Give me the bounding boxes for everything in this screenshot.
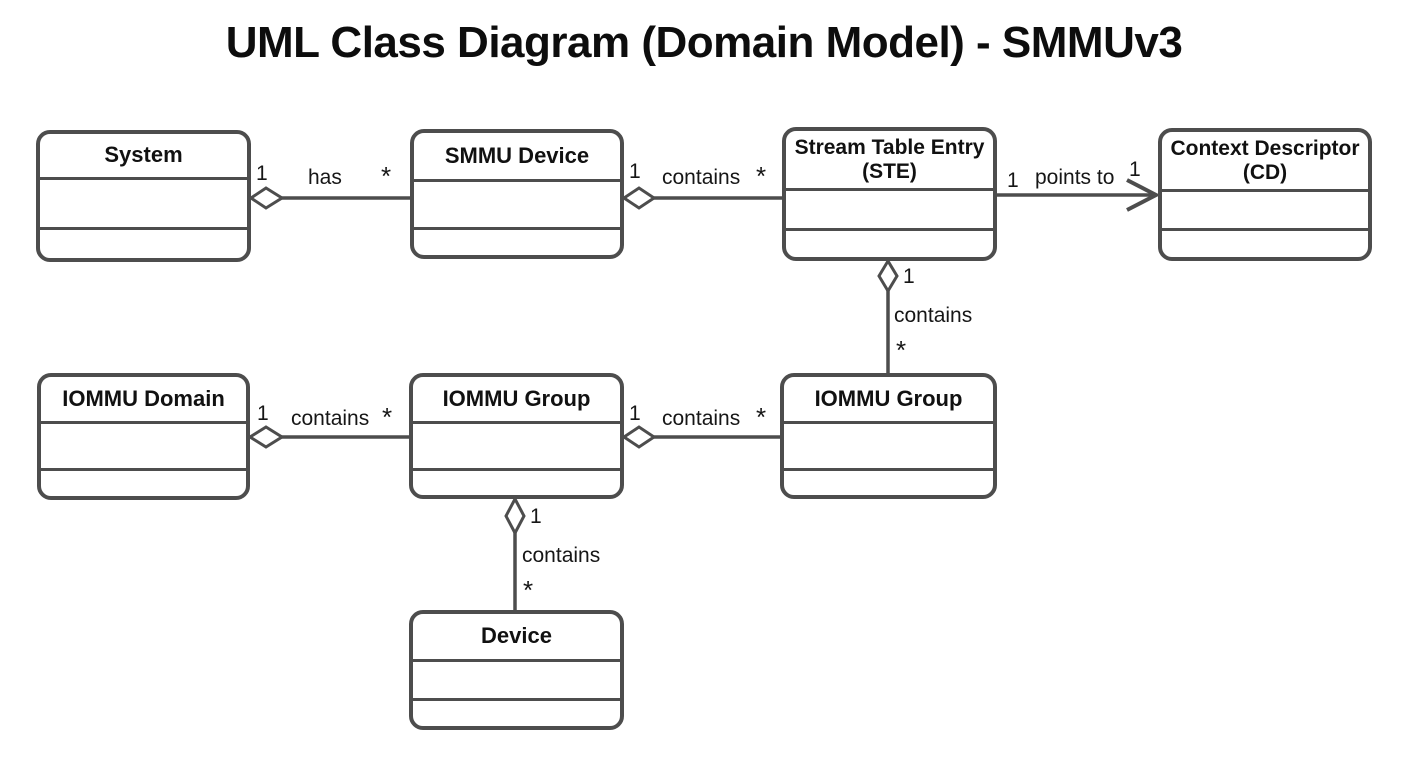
class-iommu-domain-attributes bbox=[41, 421, 246, 468]
class-smmu-device-title: SMMU Device bbox=[414, 133, 620, 179]
rel-has-label: has bbox=[308, 166, 342, 189]
class-device: Device bbox=[409, 610, 624, 730]
aggregation-diamond-system bbox=[248, 186, 285, 210]
rel-contains-group-vert-label: contains bbox=[894, 304, 973, 327]
class-system-operations bbox=[40, 227, 247, 258]
class-cd-operations bbox=[1162, 228, 1368, 257]
class-name: IOMMU Group bbox=[442, 385, 591, 411]
class-stream-table-entry: Stream Table Entry(STE) bbox=[782, 127, 997, 261]
mult-cd-side: 1 bbox=[1129, 158, 1141, 181]
aggregation-diamond-iommu-group-bottom bbox=[504, 495, 526, 537]
class-name: IOMMU Group bbox=[814, 385, 963, 411]
mult-group-side: * bbox=[382, 402, 393, 432]
mult-group-vert-side: * bbox=[896, 335, 907, 365]
mult-domain-side: 1 bbox=[257, 402, 269, 425]
class-name: Context Descriptor bbox=[1170, 136, 1360, 160]
rel-contains-group2-label: contains bbox=[662, 407, 741, 430]
class-name: System bbox=[104, 142, 183, 168]
rel-contains-group-label: contains bbox=[291, 407, 370, 430]
class-context-descriptor: Context Descriptor(CD) bbox=[1158, 128, 1372, 261]
class-device-attributes bbox=[413, 659, 620, 698]
mult-ste-vert-side: 1 bbox=[903, 265, 915, 288]
mult-group-device-side: 1 bbox=[530, 505, 542, 528]
aggregation-diamond-smmu-device bbox=[621, 186, 657, 210]
aggregation-diamond-iommu-domain bbox=[247, 425, 285, 449]
class-ste-attributes bbox=[786, 188, 993, 228]
rel-contains-ste-label: contains bbox=[662, 166, 741, 189]
mult-device-side: * bbox=[523, 575, 534, 605]
class-iommu-domain: IOMMU Domain bbox=[37, 373, 250, 500]
class-name: IOMMU Domain bbox=[62, 385, 225, 411]
mult-ste-side: * bbox=[756, 161, 767, 191]
class-device-operations bbox=[413, 698, 620, 726]
aggregation-diamond-ste bbox=[877, 258, 899, 294]
class-subname: (CD) bbox=[1242, 160, 1288, 184]
page-title: UML Class Diagram (Domain Model) - SMMUv… bbox=[225, 18, 1183, 67]
mult-ste-points-side: 1 bbox=[1007, 169, 1019, 192]
class-iommu-domain-operations bbox=[41, 468, 246, 496]
class-smmu-device-attributes bbox=[414, 179, 620, 227]
class-iommu-group-right-attributes bbox=[784, 421, 993, 468]
class-iommu-group-right-title: IOMMU Group bbox=[784, 377, 993, 421]
mult-system-side: 1 bbox=[256, 162, 268, 185]
rel-contains-device-label: contains bbox=[522, 544, 601, 567]
mult-group-right-side: * bbox=[756, 402, 767, 432]
class-iommu-group-center-attributes bbox=[413, 421, 620, 468]
class-subname: (STE) bbox=[862, 159, 917, 183]
mult-smmu-side: 1 bbox=[629, 160, 641, 183]
class-system-attributes bbox=[40, 177, 247, 227]
mult-group-center-side: 1 bbox=[629, 402, 641, 425]
class-cd-title: Context Descriptor(CD) bbox=[1162, 132, 1368, 189]
class-iommu-group-right-operations bbox=[784, 468, 993, 495]
class-name: Stream Table Entry bbox=[794, 135, 985, 159]
open-arrowhead-points-to bbox=[1126, 178, 1161, 212]
class-cd-attributes bbox=[1162, 189, 1368, 228]
class-device-title: Device bbox=[413, 614, 620, 659]
class-iommu-group-center: IOMMU Group bbox=[409, 373, 624, 499]
class-iommu-group-right: IOMMU Group bbox=[780, 373, 997, 499]
class-smmu-device: SMMU Device bbox=[410, 129, 624, 259]
class-iommu-group-center-operations bbox=[413, 468, 620, 495]
class-system-title: System bbox=[40, 134, 247, 177]
aggregation-diamond-iommu-group bbox=[621, 425, 657, 449]
class-name: Device bbox=[481, 623, 552, 649]
rel-points-to-label: points to bbox=[1035, 166, 1115, 189]
class-iommu-domain-title: IOMMU Domain bbox=[41, 377, 246, 421]
mult-smmu-device-side: * bbox=[381, 161, 392, 191]
class-ste-operations bbox=[786, 228, 993, 257]
class-name: SMMU Device bbox=[444, 142, 590, 168]
class-smmu-device-operations bbox=[414, 227, 620, 255]
class-ste-title: Stream Table Entry(STE) bbox=[786, 131, 993, 188]
class-iommu-group-center-title: IOMMU Group bbox=[413, 377, 620, 421]
class-system: System bbox=[36, 130, 251, 262]
